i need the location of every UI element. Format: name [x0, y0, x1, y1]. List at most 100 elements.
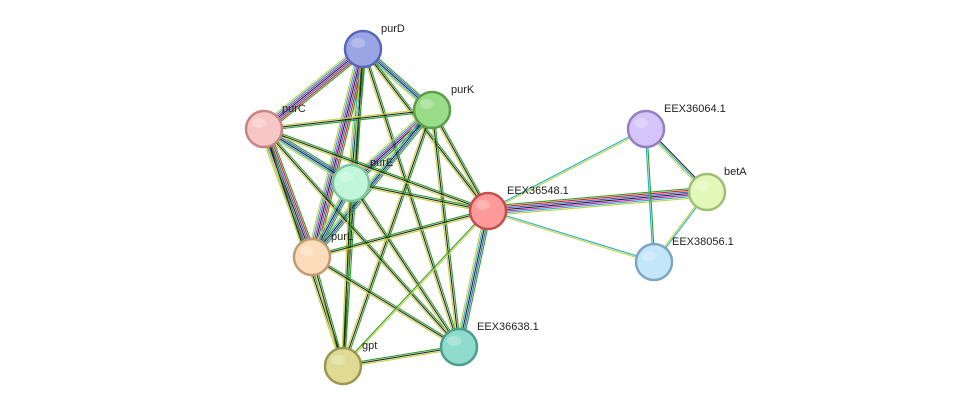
edge-purC-purL[interactable] [258, 126, 318, 260]
edge-evidence-textmining [349, 183, 459, 349]
edge-evidence-databases [456, 210, 487, 348]
edge-gpt-EEX36548.1[interactable] [341, 209, 490, 368]
edge-purK-purC[interactable] [263, 107, 433, 132]
node-label: purC [282, 103, 306, 115]
edge-evidence-coexpression [487, 191, 708, 212]
node-gpt[interactable]: gpt [323, 340, 377, 386]
edge-evidence-textmining [262, 129, 489, 214]
node-circle[interactable] [634, 242, 674, 282]
edge-evidence-fusion [314, 49, 367, 259]
edge-purE-EEX36638.1[interactable] [349, 181, 461, 349]
edge-purE-EEX36548.1[interactable] [350, 180, 489, 214]
edge-evidence-coexpression [311, 109, 433, 258]
edge-evidence-textmining [310, 257, 459, 349]
edge-evidence-textmining [258, 130, 309, 260]
edge-evidence-databases [261, 45, 362, 128]
edge-evidence-coexpression [311, 256, 460, 348]
node-label: betA [724, 166, 747, 178]
edge-evidence-neighborhood [350, 180, 489, 210]
node-betA[interactable]: betA [687, 166, 747, 212]
edge-evidence-cooccurrence [460, 210, 491, 348]
edge-purL-EEX36548.1[interactable] [311, 208, 489, 260]
node-EEX36064.1[interactable]: EEX36064.1 [626, 103, 726, 149]
edge-purK-EEX36638.1[interactable] [429, 109, 462, 348]
node-label: purL [331, 231, 353, 243]
edge-EEX36548.1-EEX36638.1[interactable] [455, 209, 492, 349]
node-circle[interactable] [687, 172, 727, 212]
edge-evidence-experiments [487, 193, 708, 214]
node-circle[interactable] [331, 163, 371, 203]
edge-evidence-neighborhood [342, 344, 460, 365]
node-purD[interactable]: purD [343, 23, 405, 69]
edge-evidence-textmining [263, 107, 433, 128]
edge-evidence-textmining [487, 129, 647, 213]
node-circle[interactable] [626, 109, 666, 149]
edge-evidence-textmining [455, 209, 486, 347]
node-label: purK [451, 84, 475, 96]
node-circle[interactable] [323, 346, 363, 386]
edge-evidence-neighborhood [263, 126, 490, 211]
edge-purL-EEX36638.1[interactable] [310, 255, 461, 349]
edge-purD-purC[interactable] [260, 44, 367, 134]
node-label: EEX36064.1 [664, 103, 726, 115]
node-purE[interactable]: purE [331, 157, 393, 203]
edge-evidence-neighborhood [266, 52, 367, 134]
node-circle[interactable] [439, 327, 479, 367]
edge-evidence-coexpression [350, 182, 460, 348]
node-highlight [695, 181, 709, 191]
edge-evidence-fusion [487, 188, 708, 209]
node-highlight [252, 118, 266, 128]
edge-evidence-neighborhood [351, 181, 461, 347]
node-highlight [642, 251, 656, 261]
edge-evidence-neighborhood [344, 182, 354, 367]
edge-evidence-coexpression [263, 128, 460, 348]
node-circle[interactable] [292, 237, 332, 277]
nodes-layer: purD purK purC purE EEX36548.1 purL gpt EEX3663… [244, 23, 747, 386]
node-label: EEX38056.1 [672, 236, 734, 248]
node-label: EEX36638.1 [477, 321, 539, 333]
node-circle[interactable] [343, 29, 383, 69]
edge-evidence-textmining [343, 211, 490, 368]
edge-EEX36064.1-EEX38056.1[interactable] [644, 128, 656, 263]
edge-evidence-neighborhood [312, 255, 461, 347]
edge-evidence-databases [487, 127, 647, 211]
node-circle[interactable] [468, 191, 508, 231]
edge-evidence-textmining [262, 129, 459, 349]
node-highlight [447, 336, 461, 346]
node-EEX38056.1[interactable]: EEX38056.1 [634, 236, 734, 282]
edge-purE-gpt[interactable] [340, 182, 354, 367]
edge-evidence-coexpression [263, 128, 313, 258]
edge-evidence-textmining [311, 212, 489, 260]
node-purK[interactable]: purK [412, 84, 475, 130]
edge-evidence-databases [644, 128, 654, 263]
node-circle[interactable] [244, 109, 284, 149]
node-circle[interactable] [412, 90, 452, 130]
node-EEX36638.1[interactable]: EEX36638.1 [439, 321, 539, 367]
node-EEX36548.1[interactable]: EEX36548.1 [468, 185, 569, 231]
edge-EEX36548.1-EEX36064.1[interactable] [487, 127, 647, 213]
node-purC[interactable]: purC [244, 103, 306, 149]
node-highlight [351, 38, 365, 48]
edge-EEX36548.1-betA[interactable] [487, 186, 708, 217]
edge-evidence-databases [487, 209, 655, 262]
edge-evidence-coexpression [350, 182, 489, 212]
edge-evidence-coexpression [311, 48, 364, 258]
node-highlight [331, 355, 345, 365]
edge-evidence-neighborhood [264, 127, 461, 347]
edge-evidence-neighborhood [461, 211, 492, 349]
node-purL[interactable]: purL [292, 231, 353, 277]
edge-evidence-textmining [340, 182, 350, 367]
edge-evidence-coexpression [431, 109, 460, 348]
edge-evidence-experiments [261, 129, 312, 259]
edge-EEX36548.1-EEX38056.1[interactable] [487, 209, 655, 264]
edge-gpt-EEX36638.1[interactable] [342, 344, 460, 369]
edge-evidence-cooccurrence [264, 127, 315, 257]
edge-evidence-textmining [430, 110, 488, 213]
edge-evidence-neighborhood [432, 108, 490, 211]
edge-purD-purL[interactable] [306, 47, 369, 259]
edge-evidence-coexpression [263, 128, 489, 212]
edge-evidence-experiments [309, 48, 363, 258]
edge-purC-EEX36638.1[interactable] [262, 127, 461, 349]
edge-evidence-coexpression [342, 182, 352, 367]
edge-purC-EEX36548.1[interactable] [262, 126, 490, 214]
